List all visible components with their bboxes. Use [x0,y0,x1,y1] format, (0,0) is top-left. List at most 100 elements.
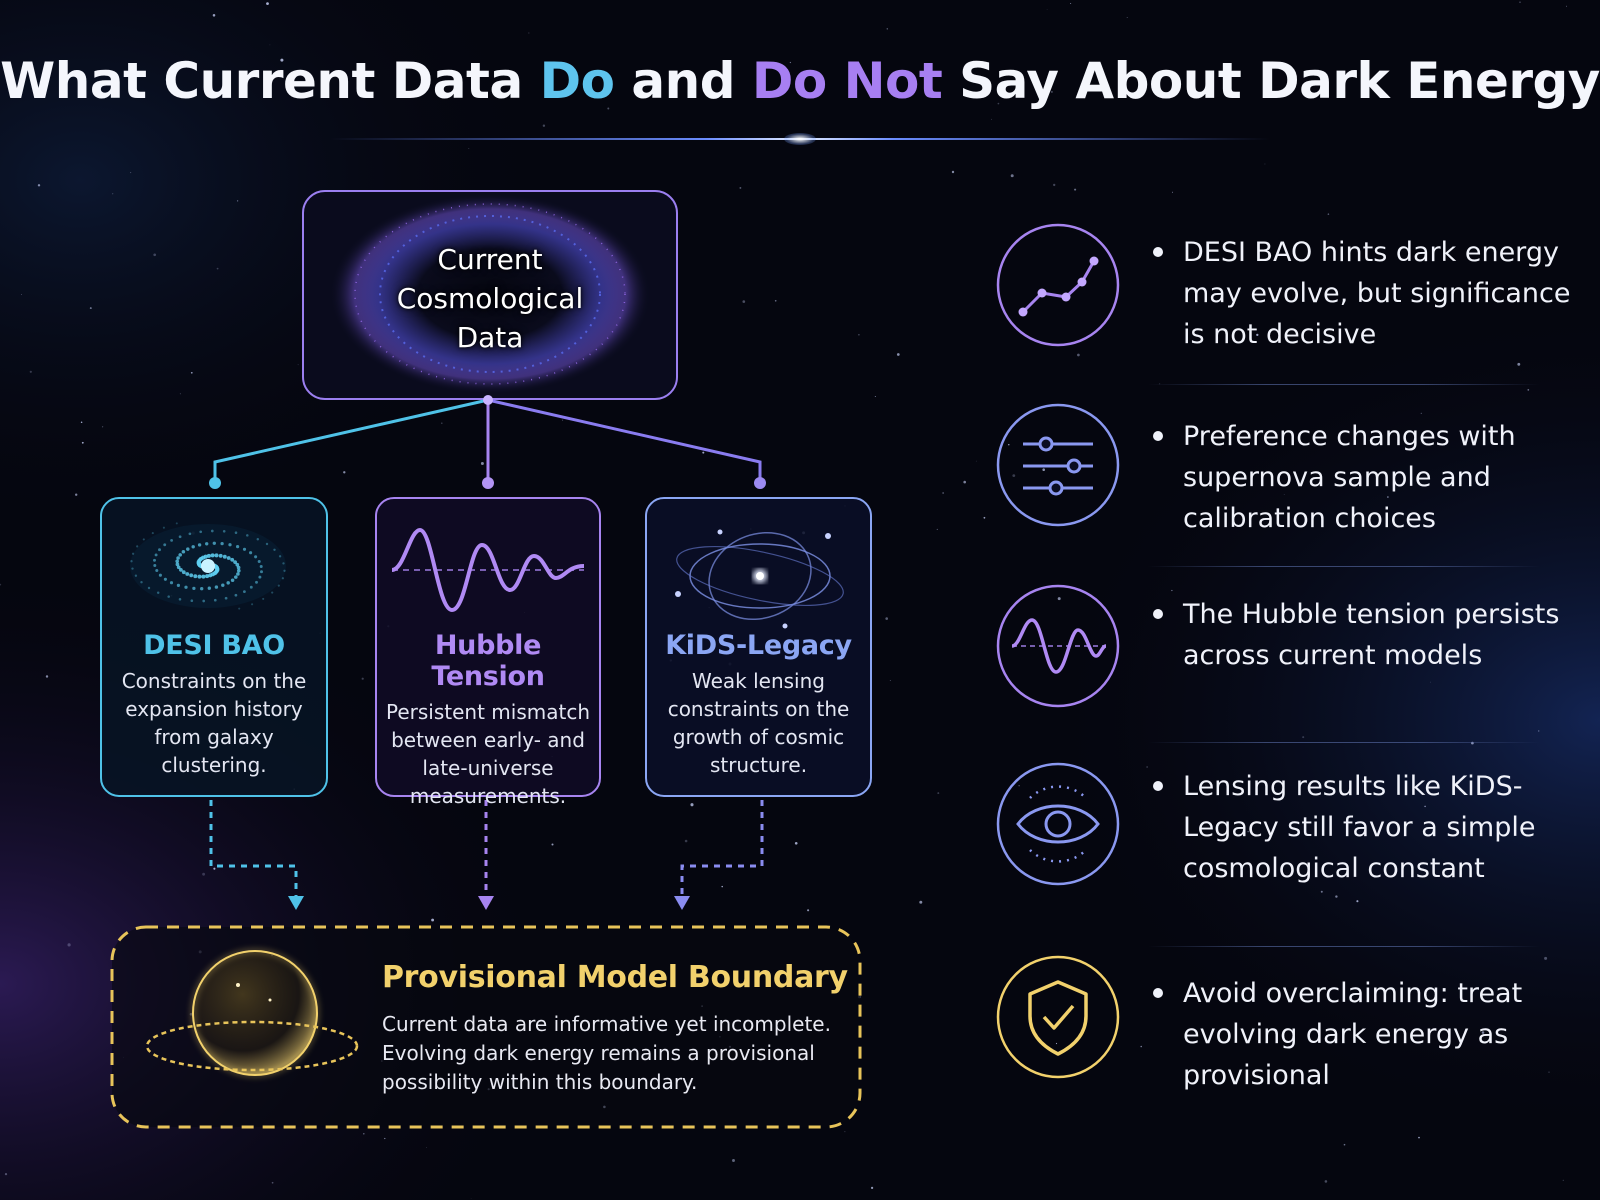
card-title: Hubble Tension [431,630,545,692]
orbit-lensing-icon [675,529,844,629]
star [280,58,284,62]
galaxy-dot [175,559,180,564]
galaxy-dot [197,574,202,579]
star [542,124,546,127]
star [1519,1,1521,3]
galaxy-dot [228,543,232,547]
star [130,172,132,174]
boundary-title: Provisional Model Boundary [382,960,848,995]
galaxy-dot [254,555,258,559]
galaxy-dot [222,530,226,533]
galaxy-dot [201,574,206,579]
galaxy-dot [200,587,204,591]
galaxy-dot [178,553,182,557]
galaxy-dot [224,596,228,600]
boundary-description: Current data are informative yet incompl… [382,1012,831,1094]
galaxy-dot [179,568,183,572]
bullet-separator [1148,742,1540,743]
star [844,1131,846,1133]
cosmic-ring-image [330,194,650,394]
star [1544,956,1548,960]
star [1055,1042,1058,1045]
galaxy-dot [256,537,260,541]
star [1283,494,1285,495]
star [1320,890,1323,893]
star [1420,412,1422,415]
star [1050,90,1053,93]
star [266,2,269,5]
star [1264,163,1266,165]
galaxy-dot [230,578,235,582]
star [21,293,22,295]
card-title: DESI BAO [143,630,285,661]
star [1537,730,1540,732]
star [1046,8,1048,10]
galaxy-dot [175,562,180,567]
star [1517,362,1521,366]
galaxy-dot [170,539,173,542]
galaxy-dot [178,598,182,601]
galaxy-dot [236,572,240,576]
arrow-kids-to-boundary [680,800,764,903]
star [1335,895,1338,898]
galaxy-dot [131,552,135,555]
galaxy-dot [189,573,194,578]
galaxy-dot [158,573,162,577]
star [794,841,798,845]
sphere-ring-icon [145,948,359,1078]
star [1126,17,1128,18]
galaxy-dot [163,543,167,547]
bullet-item-2: Preference changes with supernova sample… [1153,416,1583,539]
galaxy-dot [234,531,238,534]
star [1548,1071,1550,1073]
star [937,792,940,795]
bullet-item-3: The Hubble tension persists across curre… [1153,594,1583,676]
star [361,677,364,680]
galaxy-dot [175,522,178,525]
galaxy-dot [167,595,170,598]
star [1256,333,1259,337]
galaxy-dot [213,598,217,602]
star [1010,174,1014,178]
connector-kids [487,398,762,481]
star [1140,1045,1142,1048]
card-description: Persistent mismatch between early- and l… [385,700,590,808]
galaxy-dot [208,573,213,578]
galaxy-dot [265,542,269,546]
galaxy-dot [236,545,240,549]
star [468,147,470,149]
star [1146,766,1148,768]
star [75,493,78,496]
galaxy-dot [212,541,216,545]
star [1534,616,1536,618]
bullet-separator [1148,946,1540,947]
star [213,867,216,870]
galaxy-dot [136,545,139,548]
spiral-galaxy-icon [130,522,286,610]
star [363,1133,365,1135]
star [886,28,889,30]
star [89,307,92,310]
galaxy-dot [134,574,138,577]
star [1042,468,1045,471]
star [112,193,114,195]
star [1327,213,1330,215]
star [1527,389,1530,391]
galaxy-dot [235,562,240,567]
star [858,334,860,336]
galaxy-dot [260,570,263,574]
bullet-separator [1148,566,1540,567]
star [1481,1031,1485,1034]
arrow-desi-to-boundary [209,800,298,903]
star [1324,1180,1328,1183]
galaxy-dot [233,560,237,564]
star [202,872,206,876]
galaxy-dot [192,586,196,591]
galaxy-dot [214,553,219,558]
galaxy-dot [249,551,253,555]
galaxy-dot [221,583,225,587]
star [870,1186,874,1190]
star [4,1172,8,1176]
star [607,107,610,110]
